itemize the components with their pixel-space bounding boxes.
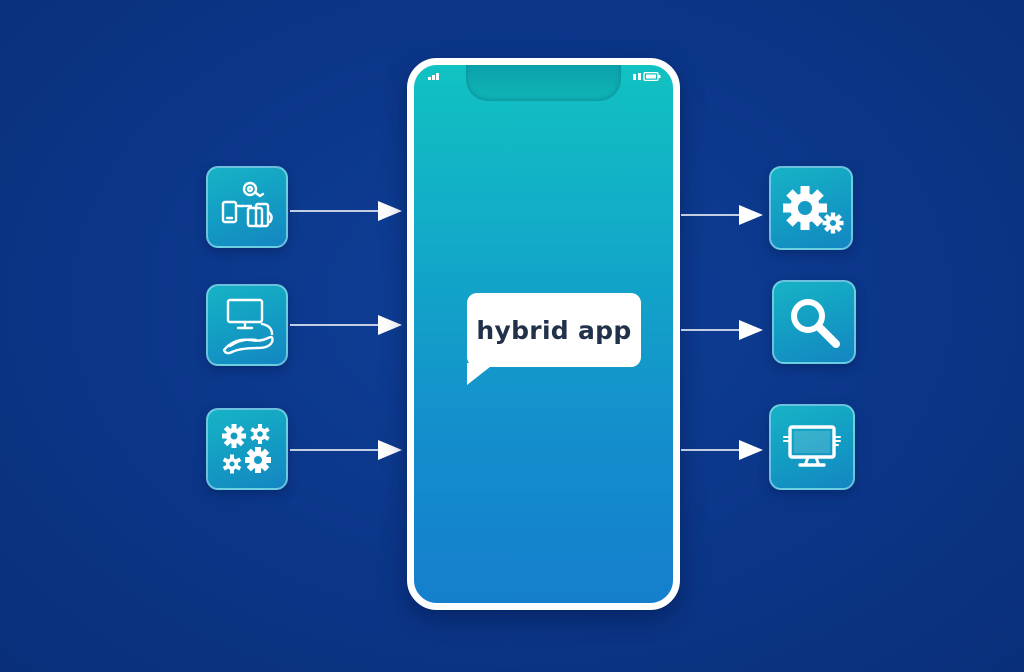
output-tile-monitor [769, 404, 855, 490]
output-arrow-2 [681, 318, 765, 342]
output-arrow-3 [681, 438, 765, 462]
speech-bubble: hybrid app [467, 293, 641, 385]
input-tile-desktop [206, 284, 288, 366]
speech-bubble-tail [467, 363, 495, 385]
hybrid-app-label: hybrid app [476, 315, 632, 345]
battery-icon [633, 72, 661, 81]
input-arrow-2 [290, 313, 404, 337]
gears-icon [222, 424, 271, 474]
output-tile-search [772, 280, 856, 364]
settings-gears-icon [783, 186, 844, 234]
output-tile-settings [769, 166, 853, 250]
phone-notch [466, 65, 621, 101]
speech-bubble-body: hybrid app [467, 293, 641, 367]
magnifier-icon [791, 299, 840, 348]
input-arrow-3 [290, 438, 404, 462]
signal-icon [428, 73, 439, 80]
input-tile-gears [206, 408, 288, 490]
desktop-cable-icon [222, 298, 274, 355]
output-arrow-1 [681, 203, 765, 227]
input-tile-devices [206, 166, 288, 248]
devices-icon [221, 181, 273, 228]
phone-frame: hybrid app [407, 58, 680, 610]
input-arrow-1 [290, 199, 404, 223]
monitor-icon [783, 425, 841, 467]
